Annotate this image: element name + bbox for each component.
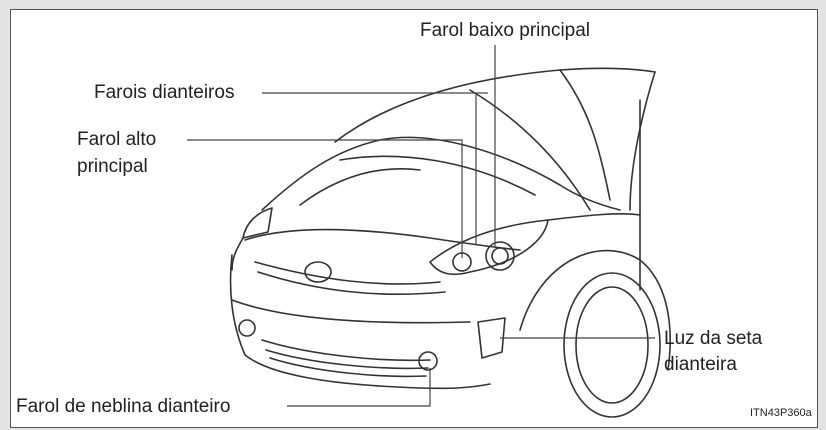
figure-code: ITN43P360a — [750, 407, 812, 419]
label-turn-signal-line1: Luz da seta — [664, 328, 763, 349]
label-low-beam: Farol baixo principal — [420, 20, 591, 41]
label-turn-signal-line2: dianteira — [664, 354, 737, 375]
label-high-beam-line1: Farol alto — [77, 129, 157, 150]
label-headlights: Farois dianteiros — [94, 82, 235, 103]
label-fog-light: Farol de neblina dianteiro — [16, 396, 231, 417]
label-high-beam-line2: principal — [77, 156, 148, 177]
figure-panel — [10, 9, 818, 428]
